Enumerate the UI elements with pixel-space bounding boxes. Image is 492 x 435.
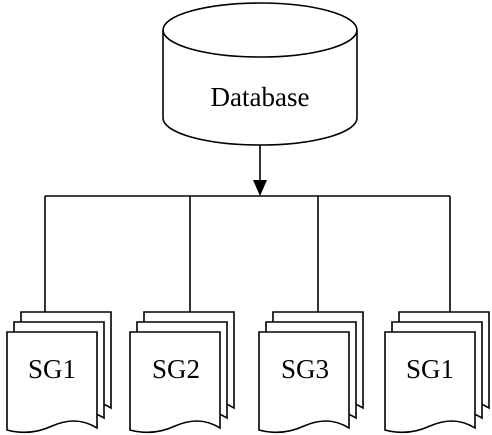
database-cylinder: Database [162,2,358,146]
document-label-1: SG1 [28,354,76,384]
document-stack-2: SG2 [129,311,235,434]
database-label: Database [211,82,310,112]
connectors [38,145,457,338]
document-label-3: SG3 [281,354,329,384]
document-label-2: SG2 [152,354,200,384]
document-label-4: SG1 [406,354,454,384]
trunk-arrowhead [253,180,267,196]
document-stack-3: SG3 [258,311,364,434]
document-stack-1: SG1 [6,311,112,434]
document-stack-4: SG1 [384,311,490,434]
